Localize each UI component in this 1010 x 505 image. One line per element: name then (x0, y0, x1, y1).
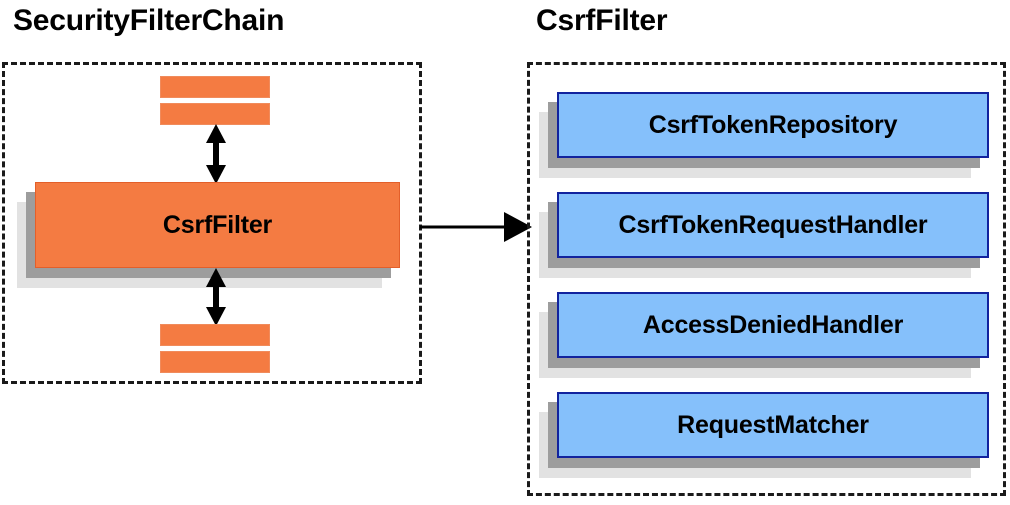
filter-bar-above-1 (160, 76, 270, 98)
node-label: AccessDeniedHandler (642, 310, 904, 339)
group-box-csrf-filter (527, 62, 1006, 496)
filter-bar-above-2 (160, 103, 270, 125)
node-face[interactable]: AccessDeniedHandler (557, 292, 989, 358)
node-label: CsrfTokenRequestHandler (618, 210, 928, 239)
node-label: CsrfTokenRepository (648, 110, 898, 139)
node-csrftokenrepository[interactable]: CsrfTokenRepository (539, 92, 989, 178)
filter-bar-below-2 (160, 351, 270, 373)
node-csrffilter[interactable]: CsrfFilter (17, 182, 400, 288)
node-label: RequestMatcher (677, 410, 869, 439)
node-face[interactable]: CsrfFilter (35, 182, 400, 268)
page-title-csrf-filter: CsrfFilter (536, 4, 668, 37)
node-requestmatcher[interactable]: RequestMatcher (539, 392, 989, 478)
filter-bar-below-1 (160, 324, 270, 346)
node-label: CsrfFilter (162, 210, 273, 239)
lower-chain-link-arrow (206, 268, 226, 326)
node-accessdeniedhandler[interactable]: AccessDeniedHandler (539, 292, 989, 378)
page-title-security-filter-chain: SecurityFilterChain (13, 4, 285, 37)
node-face[interactable]: RequestMatcher (557, 392, 989, 458)
group-box-security-filter-chain (2, 62, 422, 384)
node-face[interactable]: CsrfTokenRequestHandler (557, 192, 989, 258)
upper-chain-link-arrow (206, 124, 226, 184)
node-face[interactable]: CsrfTokenRepository (557, 92, 989, 158)
csrffilter-to-detail-arrow (420, 212, 532, 242)
node-csrftokenrequesthandler[interactable]: CsrfTokenRequestHandler (539, 192, 989, 278)
